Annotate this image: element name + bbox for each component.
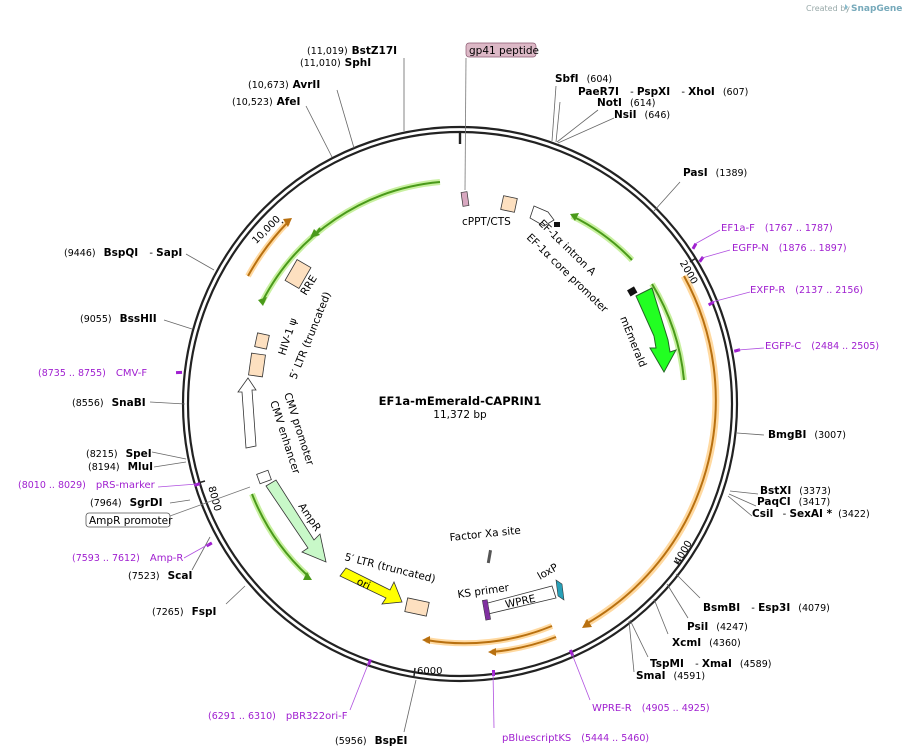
psi-box: [254, 332, 270, 350]
site-sbfi: SbfI(604): [555, 73, 612, 85]
core-promoter-arrow: [529, 205, 555, 227]
arrowhead-icon: [422, 636, 430, 644]
ks-primer-marker: [482, 599, 491, 621]
plasmid-name: EF1a-mEmerald-CAPRIN1: [379, 394, 542, 408]
site-spei: (8215)SpeI: [86, 448, 152, 460]
ks-primer-label: KS primer: [457, 582, 511, 601]
cmv-arrow: [237, 377, 257, 449]
orf-arrow-left: [251, 493, 309, 577]
ltr5-lower-box: [404, 597, 430, 617]
primer-egfp-n: EGFP-N(1876 .. 1897): [732, 243, 847, 254]
site-bsmbi: BsmBI - Esp3I(4079): [703, 602, 830, 614]
loxp-label: loxP: [536, 561, 561, 582]
features: [237, 179, 720, 656]
primer-prs-marker: (8010 .. 8029)pRS-marker: [18, 480, 156, 491]
restriction-sites: (11,019)BstZ17I (11,010)SphI (10,673)Avr…: [64, 45, 870, 747]
gp41-label-box: [465, 42, 537, 58]
snapgene-logo-icon: [845, 4, 848, 10]
primer-pbluescriptks: pBluescriptKS(5444 .. 5460): [502, 733, 649, 744]
site-fspi: (7265)FspI: [152, 606, 216, 618]
plasmid-size: 11,372 bp: [433, 409, 487, 421]
primer-leader-lines: [157, 229, 765, 729]
primer-pbr322ori-f: (6291 .. 6310)pBR322ori-F: [208, 711, 348, 722]
ampr-promoter-label: AmpR promoter: [89, 515, 173, 527]
site-bmgbi: BmgBI(3007): [768, 429, 846, 441]
cppt-box: [500, 195, 518, 213]
ampr-promoter-label-box: [85, 512, 171, 528]
site-mlui: (8194)MluI: [88, 461, 153, 473]
memerald-start-marker: [627, 286, 638, 297]
site-snabi: (8556)SnaBI: [72, 397, 146, 409]
credit-brand: SnapGene: [851, 4, 902, 14]
arrowhead-icon: [283, 218, 292, 227]
ampr-promoter-box: [256, 469, 272, 485]
site-psii: PsiI(4247): [687, 621, 748, 633]
memerald-arrow: [635, 287, 678, 374]
factor-xa-marker: [486, 549, 493, 564]
site-noti: NotI(614): [597, 97, 655, 109]
credit-prefix: Created by: [806, 4, 850, 13]
primer-ef1a-f: EF1a-F(1767 .. 1787): [721, 223, 833, 234]
primer-exfp-r: EXFP-R(2137 .. 2156): [750, 285, 863, 296]
arrowhead-icon: [488, 648, 496, 656]
primer-cmv-f: (8735 .. 8755)CMV-F: [38, 368, 147, 379]
gp41-label: gp41 peptide: [469, 45, 539, 57]
wpre-label: WPRE: [504, 593, 536, 611]
arrowhead-icon: [570, 213, 579, 221]
cppt-label: cPPT/CTS: [462, 216, 511, 228]
primers: EF1a-F(1767 .. 1787) EGFP-N(1876 .. 1897…: [18, 223, 879, 744]
tick-label-6000: 6000: [417, 666, 442, 677]
site-bstz17i: (11,019)BstZ17I: [307, 45, 397, 57]
arrowhead-icon: [258, 297, 267, 306]
site-bspei: (5956)BspEI: [335, 735, 407, 747]
site-scai: (7523)ScaI: [128, 570, 192, 582]
ampr-arrow: [265, 479, 327, 563]
site-csii: CsiI - SexAI *(3422): [752, 508, 870, 520]
primer-wpre-r: WPRE-R(4905 .. 4925): [592, 703, 710, 714]
primer-amp-r: (7593 .. 7612)Amp-R: [72, 553, 183, 564]
ori-label: ori: [355, 576, 372, 593]
site-pasi: PasI(1389): [683, 167, 747, 179]
primer-egfp-c: EGFP-C(2484 .. 2505): [765, 341, 879, 352]
site-paqci: PaqCI(3417): [757, 496, 830, 508]
ori-arrow: [339, 567, 403, 605]
site-sphi: (11,010)SphI: [300, 57, 371, 69]
ampr-promoter-leader-line: [169, 486, 251, 517]
ltr5-box: [248, 352, 266, 378]
arrowhead-icon: [582, 619, 592, 628]
site-leader-lines: [149, 58, 765, 733]
site-bsshii: (9055)BssHII: [80, 313, 157, 325]
site-xcmi: XcmI(4360): [672, 637, 741, 649]
orf-arrow-top: [261, 181, 441, 303]
site-nsii: NsiI(646): [614, 109, 670, 121]
site-paer7i: PaeR7I - PspXI - XhoI(607): [578, 86, 748, 98]
site-tspmi: TspMI - XmaI(4589): [650, 658, 771, 670]
site-avrii: (10,673)AvrII: [248, 79, 320, 91]
site-sgrdi: (7964)SgrDI: [90, 497, 162, 509]
site-afei: (10,523)AfeI: [232, 96, 300, 108]
factor-xa-label: Factor Xa site: [449, 525, 521, 544]
orf-arrow-top-glow: [259, 179, 441, 304]
memerald-label: mEmerald: [617, 315, 648, 369]
psi-label: HIV-1 ψ: [276, 317, 299, 357]
feature-labels: gp41 peptide cPPT/CTS EF-1α intron A EF-…: [85, 42, 649, 611]
site-smai: SmaI(4591): [636, 670, 705, 682]
loxp-arrow: [555, 579, 565, 601]
promoter-end-marker: [554, 222, 560, 227]
site-bstxi: BstXI(3373): [760, 485, 831, 497]
arrowhead-icon: [303, 572, 312, 580]
rre-box: [284, 259, 312, 289]
site-bspqi: (9446)BspQI - SapI: [64, 247, 182, 259]
orange-arc: [585, 275, 717, 625]
gp41-leader-line: [464, 57, 467, 191]
gp41-box: [460, 191, 470, 207]
